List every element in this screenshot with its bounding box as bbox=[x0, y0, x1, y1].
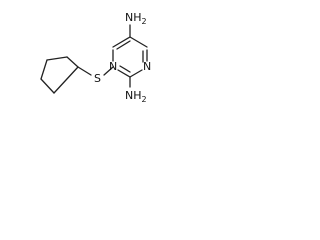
nh2-label-top: NH2 bbox=[125, 11, 147, 26]
bond bbox=[129, 36, 148, 48]
sulfur-label: S bbox=[94, 72, 101, 85]
pyrimidine-ring bbox=[112, 36, 148, 78]
bond bbox=[53, 66, 79, 94]
molecule-structure: NH2 NH2 N N S bbox=[40, 11, 151, 104]
bond bbox=[129, 69, 143, 78]
double-bond bbox=[119, 65, 131, 73]
bond bbox=[40, 59, 48, 80]
bond bbox=[117, 69, 131, 78]
bond bbox=[40, 78, 55, 94]
cyclopentyl-ring bbox=[40, 56, 79, 94]
ring-n-upper-label: N bbox=[143, 60, 151, 73]
double-bond bbox=[116, 40, 131, 50]
ring-n-lower-label: N bbox=[109, 60, 117, 73]
bond bbox=[46, 56, 68, 61]
s-c-bond bbox=[77, 66, 92, 76]
bond bbox=[112, 36, 131, 48]
bond bbox=[66, 56, 79, 68]
nh2-label-bottom: NH2 bbox=[125, 89, 147, 104]
c-s-bond bbox=[103, 66, 114, 76]
